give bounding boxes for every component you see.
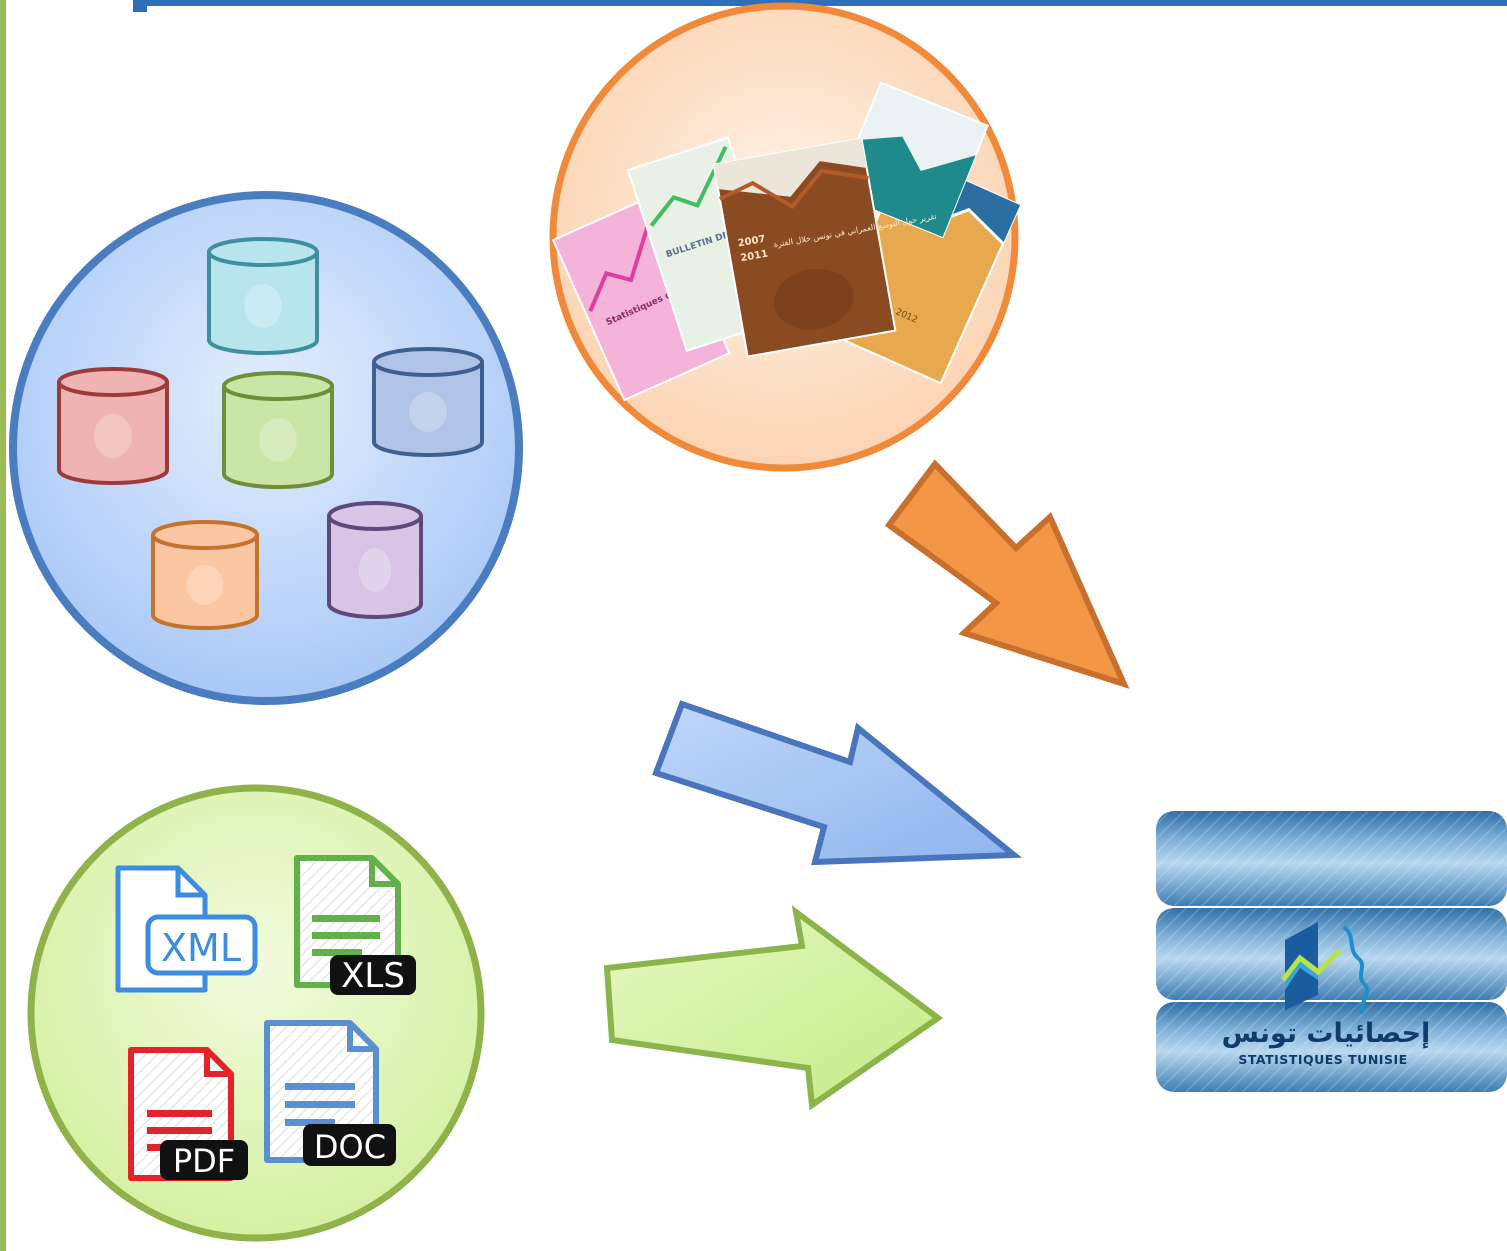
- orange-db-cylinder-icon: [151, 520, 259, 630]
- doc-label: DOC: [314, 1128, 386, 1166]
- logo-french-text: STATISTIQUES TUNISIE: [1238, 1052, 1407, 1067]
- frame-top-border: [133, 0, 1507, 6]
- green-arrow: [603, 905, 944, 1111]
- logo-arabic-text: إحصائيات تونس: [1222, 1018, 1431, 1049]
- xml-file-icon: XML: [115, 865, 258, 993]
- red-db-cylinder-icon: [57, 367, 169, 485]
- green-db-cylinder-icon: [222, 371, 334, 489]
- frame-left-border: [0, 0, 6, 1251]
- blue-arrow: [652, 700, 1023, 866]
- xml-label: XML: [161, 926, 241, 970]
- blue-db-cylinder-icon: [372, 347, 484, 457]
- teal-db-cylinder-icon: [207, 237, 319, 355]
- publications-group: Statistiques du commerce extérieur BULLE…: [549, 2, 1022, 472]
- databases-group: [9, 191, 523, 705]
- publication-cover-4: [834, 81, 989, 239]
- database-icons: [57, 237, 484, 630]
- target-database: إحصائيات تونس STATISTIQUES TUNISIE: [1156, 811, 1507, 1092]
- xls-file-icon: XLS: [294, 855, 416, 996]
- pdf-file-icon: PDF: [128, 1047, 248, 1181]
- purple-db-cylinder-icon: [327, 501, 423, 619]
- xls-label: XLS: [341, 956, 405, 996]
- frame-top-corner: [133, 0, 147, 12]
- files-group: XML XLS PDF: [27, 784, 485, 1242]
- cover-3-year-b: 2011: [740, 249, 769, 265]
- pdf-label: PDF: [173, 1142, 235, 1180]
- doc-file-icon: DOC: [264, 1020, 396, 1166]
- cover-3-year-a: 2007: [737, 234, 766, 250]
- statistiques-tunisie-logo: إحصائيات تونس STATISTIQUES TUNISIE: [1222, 922, 1431, 1067]
- orange-arrow: [884, 459, 1130, 689]
- files-circle: [27, 784, 485, 1242]
